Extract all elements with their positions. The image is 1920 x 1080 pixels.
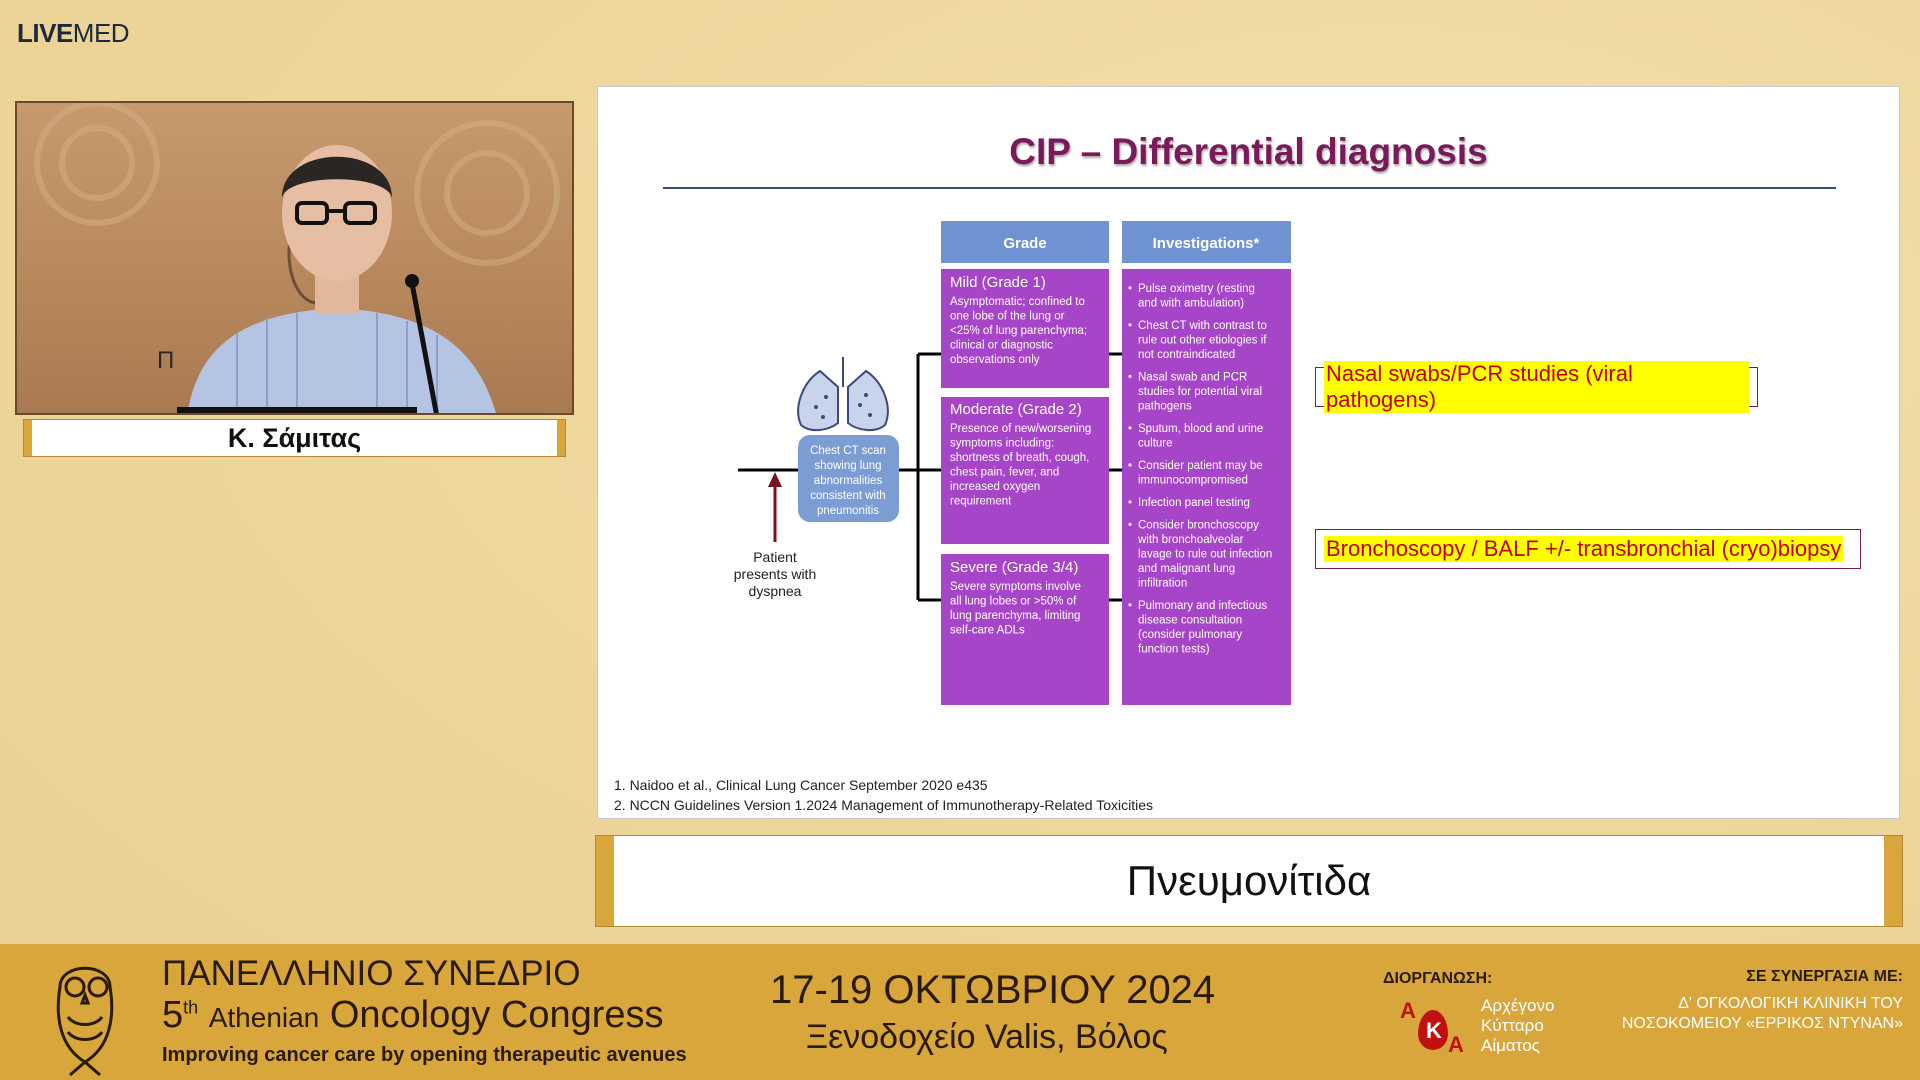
livemed-logo: LIVEMED [17, 18, 130, 48]
bullet-icon: • [1128, 497, 1132, 509]
investigation-item: Infection panel testing [1138, 497, 1250, 509]
bullet-icon: • [1128, 600, 1132, 612]
bullet-icon: • [1128, 460, 1132, 472]
bullet-icon: • [1128, 283, 1132, 295]
highlight-bronchoscopy: Bronchoscopy / BALF +/- transbronchial (… [1315, 529, 1861, 569]
grade-moderate-box [941, 397, 1109, 544]
grade-mild-box [941, 269, 1109, 388]
topic-caption: Πνευμονίτιδα [596, 836, 1902, 926]
slide-title: CIP – Differential diagnosis [1009, 131, 1488, 172]
ct-scan-box [798, 435, 899, 522]
reference-1: 1. Naidoo et al., Clinical Lung Cancer S… [614, 777, 988, 793]
partner-label: ΣΕ ΣΥΝΕΡΓΑΣΙΑ ΜΕ: [1746, 968, 1903, 985]
grade-severe-box [941, 554, 1109, 705]
references: 1. Naidoo et al., Clinical Lung Cancer S… [614, 775, 1153, 815]
congress-tagline: Improving cancer care by opening therape… [162, 1044, 687, 1066]
lungs-icon [797, 357, 889, 431]
investigations-header [1122, 221, 1291, 263]
speaker-name: Κ. Σάμιτας [227, 422, 362, 453]
highlight-nasal-swabs: Nasal swabs/PCR studies (viral pathogens… [1315, 361, 1758, 413]
congress-title: ΠΑΝΕΛΛΗΝΙΟ ΣΥΝΕΔΡΙΟ [162, 954, 581, 993]
organizer-label: ΔΙΟΡΓΑΝΩΣΗ: [1383, 970, 1493, 987]
topic-caption-text: Πνευμονίτιδα [1126, 857, 1372, 904]
congress-banner: ΠΑΝΕΛΛΗΝΙΟ ΣΥΝΕΔΡΙΟ 5th Athenian Oncolog… [0, 944, 1920, 1080]
investigations-box [1122, 269, 1291, 705]
congress-dates: 17-19 ΟΚΤΩΒΡΙΟΥ 2024 [770, 968, 1216, 1012]
bullet-icon: • [1128, 520, 1132, 532]
bullet-icon: • [1128, 372, 1132, 384]
grade-title: Moderate (Grade 2) [950, 401, 1082, 418]
aka-logo-icon: Α Κ Α [1400, 998, 1464, 1057]
congress-venue: Ξενοδοχείο Valis, Βόλος [806, 1018, 1168, 1056]
owl-icon [56, 966, 114, 1077]
grade-header [941, 221, 1109, 263]
partner-name: Δ' ΟΓΚΟΛΟΓΙΚΗ ΚΛΙΝΙΚΗ ΤΟΥ ΝΟΣΟΚΟΜΕΙΟΥ «Ε… [1621, 995, 1903, 1032]
bullet-icon: • [1128, 320, 1132, 332]
backdrop-letter: Π [157, 347, 174, 374]
organizer-name: Αρχέγονο Κύτταρο Αίματος [1481, 996, 1555, 1055]
speaker-name-plate: Κ. Σάμιτας [24, 420, 565, 456]
speaker-video: Π [15, 101, 574, 415]
bullet-icon: • [1128, 423, 1132, 435]
reference-2: 2. NCCN Guidelines Version 1.2024 Manage… [614, 797, 1154, 813]
highlight-nasal-swabs-text: Nasal swabs/PCR studies (viral pathogens… [1324, 361, 1749, 413]
grade-title: Severe (Grade 3/4) [950, 559, 1078, 576]
title-divider [663, 187, 1836, 189]
grade-header-label: Grade [1003, 235, 1046, 252]
investigations-header-label: Investigations* [1153, 235, 1260, 252]
grade-title: Mild (Grade 1) [950, 274, 1046, 291]
speaker-video-frame: Π [34, 103, 560, 413]
congress-name: 5th Athenian Oncology Congress [162, 994, 664, 1036]
highlight-bronchoscopy-text: Bronchoscopy / BALF +/- transbronchial (… [1324, 536, 1844, 562]
